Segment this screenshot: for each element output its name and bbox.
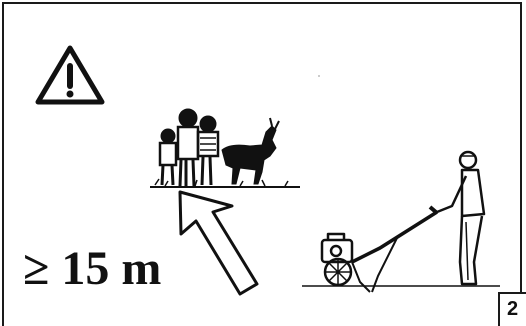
tiller-operator-illustration — [302, 150, 500, 293]
direction-arrow — [178, 190, 259, 296]
bystanders-illustration — [150, 108, 300, 188]
warning-triangle-icon — [35, 45, 105, 105]
page-number-box: 2 — [498, 292, 526, 326]
safety-distance-label: ≥ 15 m — [23, 242, 162, 295]
